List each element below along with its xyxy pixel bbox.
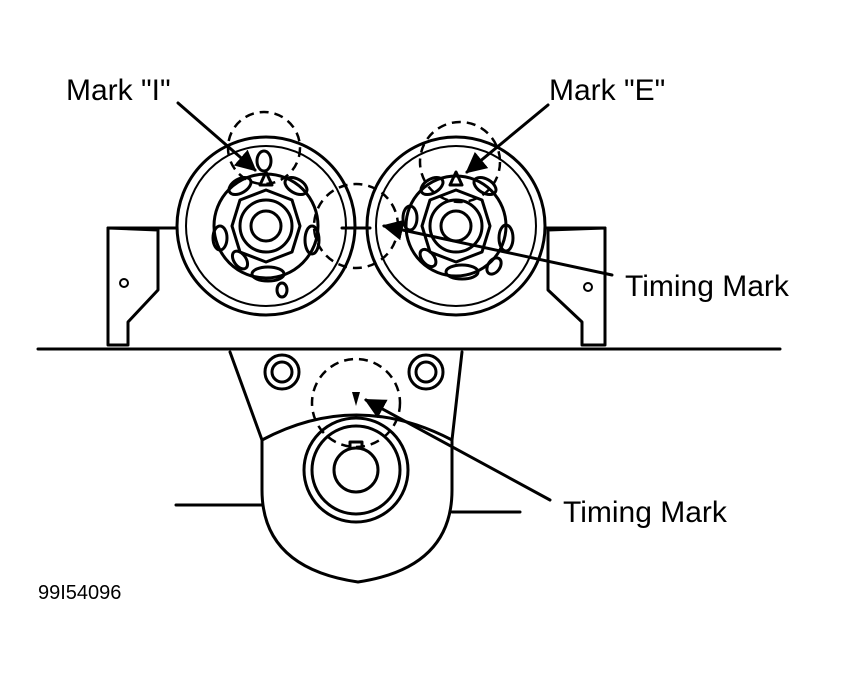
exhaust-cam-sprocket [365, 120, 547, 317]
intake-cam-sprocket [175, 110, 357, 317]
figure-code: 99I54096 [38, 582, 121, 604]
crankshaft-sprocket [302, 416, 410, 524]
mark-i-arrow [176, 101, 257, 172]
cam-timing-mark-arrow [381, 219, 614, 277]
mark-e-label: Mark "E" [549, 74, 665, 107]
crank-timing-mark-arrow [364, 398, 552, 502]
crankshaft-cover [174, 350, 522, 584]
mark-i-label: Mark "I" [66, 74, 171, 107]
mark-e-arrow [465, 103, 550, 174]
cam-timing-mark-label: Timing Mark [625, 270, 790, 303]
crank-timing-mark-label: Timing Mark [563, 496, 728, 529]
